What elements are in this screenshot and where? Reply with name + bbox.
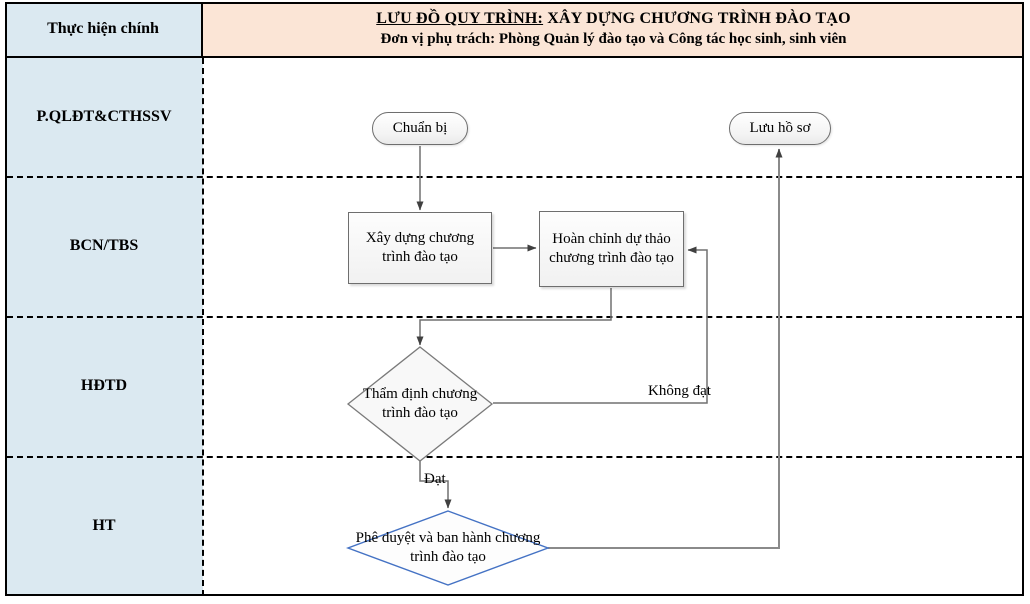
swimlane-header-cell: Thực hiện chính — [5, 2, 203, 58]
node-finalize-label: Hoàn chỉnh dự thảo chương trình đào tạo — [549, 230, 674, 267]
table-outer-border — [5, 2, 1024, 596]
node-start: Chuẩn bị — [372, 112, 468, 145]
lane-separator-3 — [7, 456, 1022, 458]
swimlane-vertical-divider — [202, 58, 204, 596]
node-review-label: Thẩm định chương trình đào tạo — [362, 385, 478, 422]
node-approve-label: Phê duyệt và ban hành chương trình đào t… — [355, 529, 541, 566]
lane-label-ht: HT — [92, 517, 116, 534]
node-build-label: Xây dựng chương trình đào tạo — [365, 229, 475, 266]
node-start-label: Chuẩn bị — [392, 119, 448, 136]
node-archive: Lưu hồ sơ — [729, 112, 831, 145]
lane-label-pqldt: P.QLĐT&CTHSSV — [36, 108, 172, 125]
swimlane-column-background — [5, 58, 203, 596]
lane-label-hdtd: HĐTD — [80, 377, 128, 394]
flowchart-subtitle: Đơn vị phụ trách: Phòng Quản lý đào tạo … — [380, 31, 847, 47]
node-approve-decision: Phê duyệt và ban hành chương trình đào t… — [348, 511, 548, 585]
node-build-program: Xây dựng chương trình đào tạo — [348, 212, 492, 284]
flowchart-title-prefix: LƯU ĐỒ QUY TRÌNH: — [376, 10, 544, 27]
flowchart-title-rest: XÂY DỰNG CHƯƠNG TRÌNH ĐÀO TẠO — [543, 10, 851, 27]
swimlane-header-label: Thực hiện chính — [47, 20, 159, 37]
flowchart-title: LƯU ĐỒ QUY TRÌNH: XÂY DỰNG CHƯƠNG TRÌNH … — [376, 10, 850, 28]
edge-label-pass: Đạt — [424, 471, 446, 487]
node-archive-label: Lưu hồ sơ — [749, 119, 811, 136]
flowchart-header-cell: LƯU ĐỒ QUY TRÌNH: XÂY DỰNG CHƯƠNG TRÌNH … — [203, 2, 1024, 58]
lane-label-bcn-tbs: BCN/TBS — [69, 237, 139, 254]
node-finalize-draft: Hoàn chỉnh dự thảo chương trình đào tạo — [539, 211, 684, 287]
lane-separator-1 — [7, 176, 1022, 178]
node-review-decision: Thẩm định chương trình đào tạo — [348, 348, 492, 460]
edge-label-fail: Không đạt — [648, 383, 711, 399]
